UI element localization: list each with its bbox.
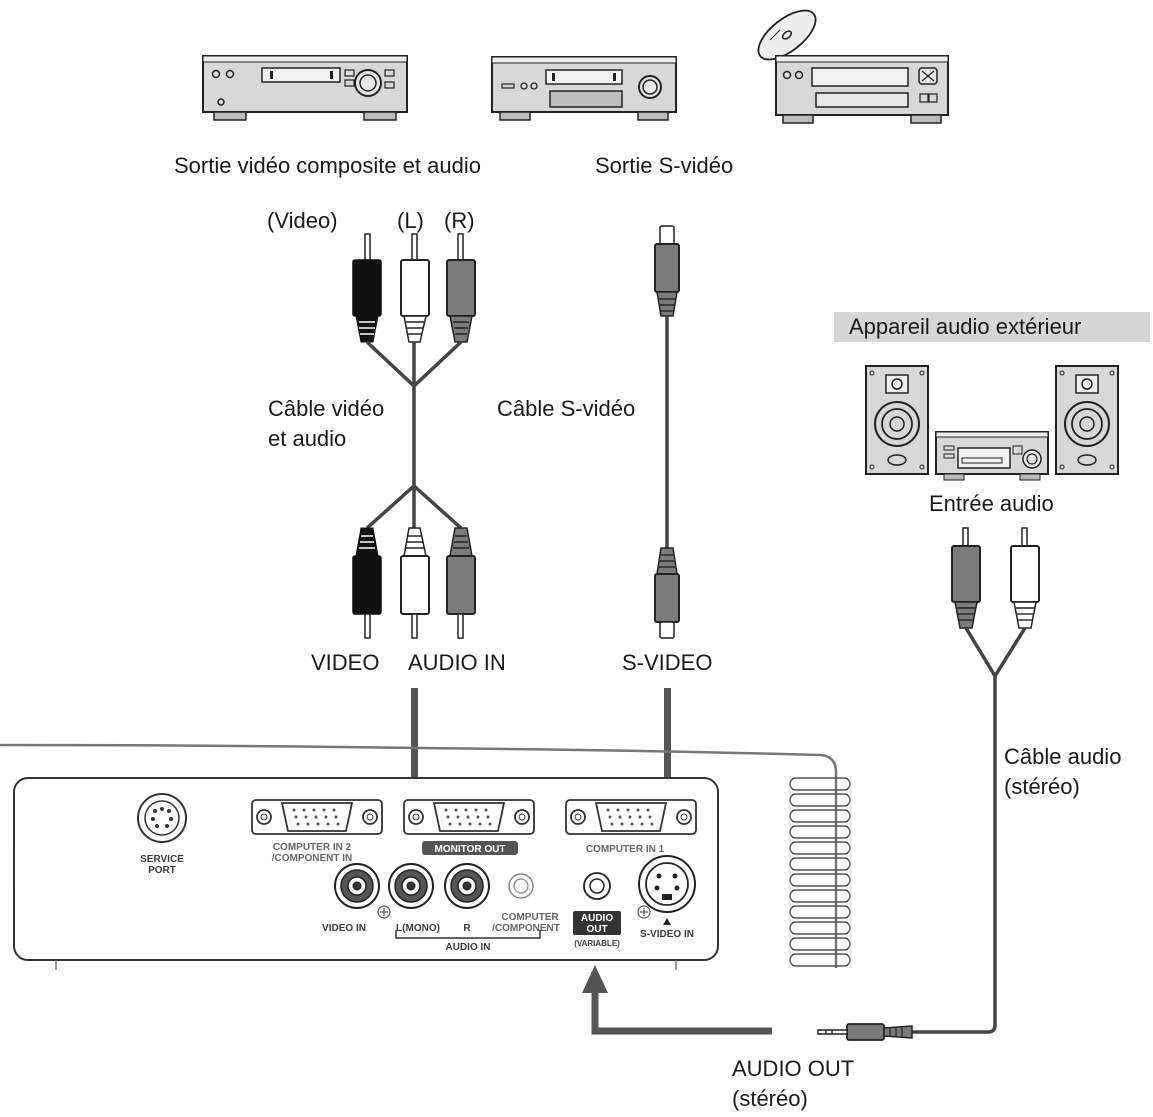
projector-panel (0, 743, 851, 970)
video-in-label: VIDEO IN (322, 923, 366, 934)
plug-video-label: (Video) (267, 208, 338, 233)
audio-out-box-label: AUDIO (581, 913, 613, 924)
computer-in2-label: COMPUTER IN 2 (273, 842, 352, 853)
computer-label: COMPUTER (501, 912, 559, 923)
jack-svideo-label: S-VIDEO (622, 650, 713, 675)
audio-input-label: Entrée audio (929, 491, 1054, 516)
plug-left-label: (L) (397, 208, 424, 233)
audio-out-box-label-2: OUT (586, 924, 607, 935)
external-audio-label: Appareil audio extérieur (849, 314, 1082, 339)
audio-out-label: AUDIO OUT (732, 1056, 855, 1081)
av-cable-label: Câble vidéo (268, 396, 385, 421)
jack-audio-in-label: AUDIO IN (408, 650, 506, 675)
svideo-cable-label: Câble S-vidéo (497, 396, 636, 421)
audio-cable-label-2: (stéréo) (1004, 774, 1080, 799)
audio-cable (817, 527, 1040, 1041)
l-mono-label: L(MONO) (396, 923, 440, 934)
av-cable-label-2: et audio (268, 426, 347, 451)
r-label: R (463, 923, 471, 934)
composite-source-label: Sortie vidéo composite et audio (174, 153, 481, 178)
vcr-device-icon (202, 55, 408, 121)
svideo-in-label: S-VIDEO IN (640, 929, 694, 940)
av-cable (352, 233, 476, 639)
monitor-out-label: MONITOR OUT (435, 844, 506, 855)
cd-player-icon (757, 9, 949, 124)
external-audio-banner (834, 312, 1150, 342)
plug-right-label: (R) (444, 208, 475, 233)
jack-video-label: VIDEO (311, 650, 380, 675)
service-port-label: SERVICE (140, 854, 184, 865)
audio-cable-label: Câble audio (1004, 744, 1122, 769)
audio-in-bracket-label: AUDIO IN (446, 942, 491, 953)
audio-out-label-2: (stéréo) (732, 1086, 808, 1111)
component-in-label: /COMPONENT IN (272, 853, 353, 864)
computer-in1-label: COMPUTER IN 1 (586, 844, 665, 855)
variable-label: (VARIABLE) (574, 939, 620, 948)
stereo-system-icon (865, 365, 1119, 481)
component-label: /COMPONENT (492, 923, 560, 934)
svideo-source-label: Sortie S-vidéo (595, 153, 734, 178)
service-port-label-2: PORT (148, 865, 176, 876)
tuner-device-icon (491, 56, 677, 121)
svideo-cable (654, 225, 680, 639)
